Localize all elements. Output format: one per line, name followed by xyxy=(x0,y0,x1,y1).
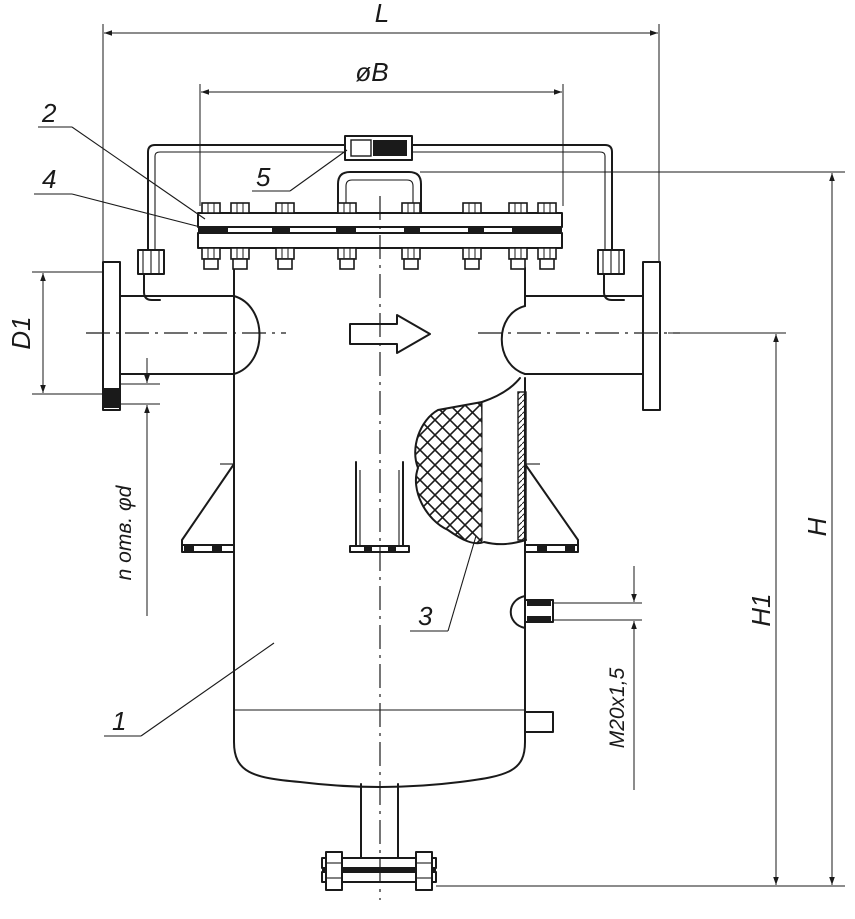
dim-label-holes: n отв. φd xyxy=(113,484,136,580)
dim-label-b: øB xyxy=(355,57,388,87)
support-lug-right xyxy=(524,463,579,553)
callout-5: 5 xyxy=(252,149,348,192)
cover-bolts xyxy=(201,202,557,270)
support-lug-left xyxy=(181,463,235,553)
callout-3: 3 xyxy=(410,535,477,632)
dimension-holes: n отв. φd xyxy=(104,358,160,616)
cover-bolt xyxy=(230,202,250,270)
dimension-b: øB xyxy=(199,57,564,206)
cover-bolt xyxy=(275,202,295,270)
callout-1: 1 xyxy=(104,642,275,737)
callout-label-5: 5 xyxy=(256,162,271,192)
callout-label-4: 4 xyxy=(42,164,56,194)
dim-label-d1: D1 xyxy=(6,316,36,349)
filter-screen-cutaway xyxy=(414,377,527,546)
dimension-d1: D1 xyxy=(6,271,104,395)
differential-gauge xyxy=(137,135,625,301)
dimension-thread: M20x1,5 xyxy=(550,566,642,790)
cover-bolt xyxy=(201,202,221,270)
callout-label-3: 3 xyxy=(418,601,433,631)
cover-bolt xyxy=(537,202,557,270)
cover-bolt xyxy=(462,202,482,270)
dim-label-l: L xyxy=(375,0,389,28)
flow-direction-arrow xyxy=(349,314,431,354)
callout-label-2: 2 xyxy=(41,98,57,128)
lifting-handle xyxy=(337,171,422,214)
bottom-drain-flange xyxy=(321,783,437,891)
dim-label-h1: H1 xyxy=(746,593,776,626)
dim-label-h: H xyxy=(802,517,832,536)
inlet-nozzle xyxy=(102,261,261,411)
centerlines xyxy=(86,196,680,900)
dimension-h1: H1 xyxy=(668,332,786,885)
dimension-h: H xyxy=(420,171,845,887)
cover-bolt xyxy=(508,202,528,270)
cover-bolt xyxy=(401,202,421,270)
callout-2: 2 xyxy=(38,98,206,220)
thread-port xyxy=(509,595,554,629)
outlet-nozzle xyxy=(500,261,661,411)
callout-label-1: 1 xyxy=(112,706,126,736)
cover-bolt xyxy=(337,202,357,270)
drain-port xyxy=(524,711,554,733)
dim-label-thread: M20x1,5 xyxy=(606,667,629,748)
callout-4: 4 xyxy=(34,164,213,231)
